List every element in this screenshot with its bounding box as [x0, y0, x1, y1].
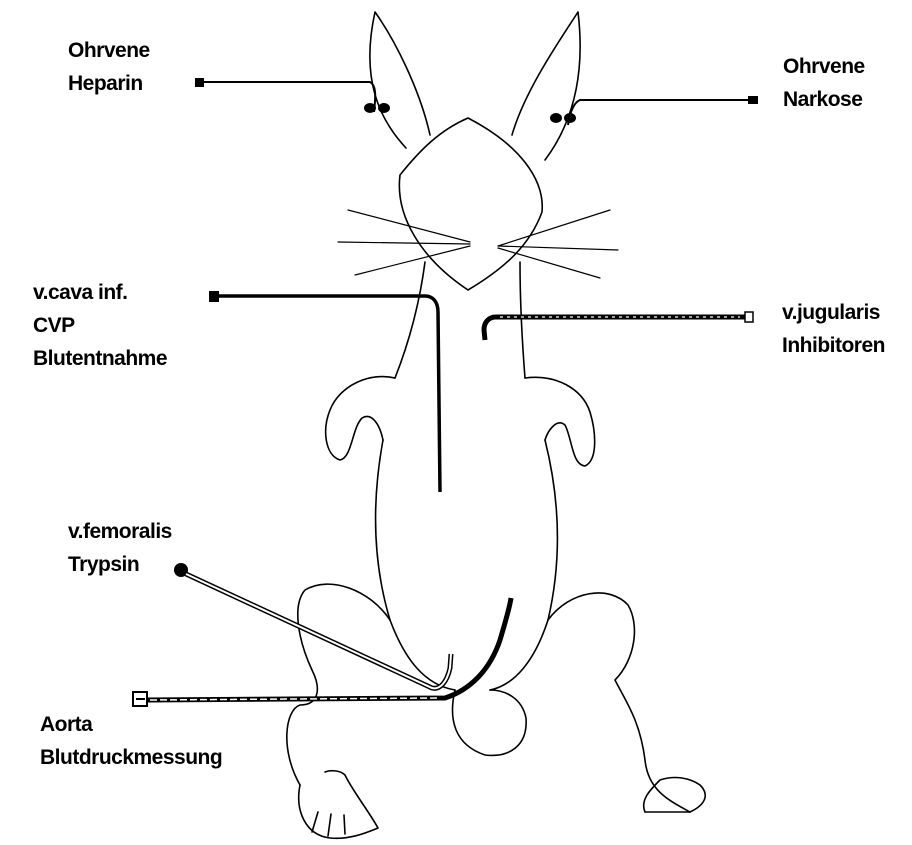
- label-heparin: Heparin: [68, 67, 150, 100]
- label-ohrvene-right: Ohrvene: [783, 50, 865, 83]
- catheter-cava: [209, 291, 440, 492]
- label-blutentnahme: Blutentnahme: [33, 342, 167, 375]
- label-cvp: CVP: [33, 309, 167, 342]
- label-inhibitoren: Inhibitoren: [782, 329, 885, 362]
- catheter-ear-left: [195, 78, 390, 113]
- catheter-jugularis: [484, 312, 753, 340]
- label-ohrvene-left: Ohrvene: [68, 34, 150, 67]
- rabbit-left-leg: [287, 584, 390, 785]
- catheter-ear-right: [550, 96, 758, 125]
- rabbit-left-arm: [326, 377, 395, 460]
- label-jugularis-name: v.jugularis: [782, 296, 885, 329]
- label-ohrvene-narkose: Ohrvene Narkose: [783, 50, 865, 116]
- rabbit-head: [399, 118, 542, 290]
- label-cava-inf: v.cava inf.: [33, 276, 167, 309]
- rabbit-right-ear: [512, 12, 580, 160]
- label-cava: v.cava inf. CVP Blutentnahme: [33, 276, 167, 375]
- rabbit-tail: [453, 690, 527, 755]
- label-femoralis-name: v.femoralis: [68, 515, 172, 548]
- rabbit-right-leg: [548, 593, 690, 812]
- rabbit-neck: [395, 262, 425, 378]
- label-trypsin: Trypsin: [68, 548, 172, 581]
- label-narkose: Narkose: [783, 83, 865, 116]
- rabbit-torso: [375, 440, 455, 690]
- label-aorta-name: Aorta: [40, 708, 222, 741]
- rabbit-left-ear: [370, 12, 430, 148]
- rabbit-right-arm: [525, 377, 595, 466]
- label-ohrvene-heparin: Ohrvene Heparin: [68, 34, 150, 100]
- label-jugularis: v.jugularis Inhibitoren: [782, 296, 885, 362]
- label-femoralis: v.femoralis Trypsin: [68, 515, 172, 581]
- label-blutdruckmessung: Blutdruckmessung: [40, 741, 222, 774]
- label-aorta: Aorta Blutdruckmessung: [40, 708, 222, 774]
- rabbit-whiskers: [338, 210, 618, 278]
- rabbit-left-foot: [299, 771, 378, 839]
